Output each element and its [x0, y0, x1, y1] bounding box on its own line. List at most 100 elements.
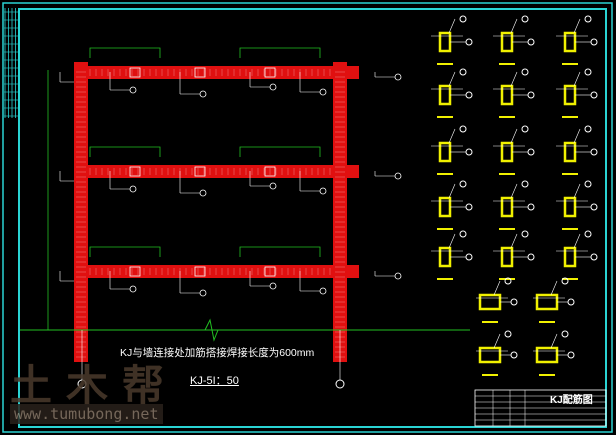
section-bubble: [459, 180, 467, 188]
section-label-underline: [539, 374, 555, 376]
inner-border: [18, 8, 607, 428]
break-line: [204, 318, 219, 342]
section-bubble: [527, 38, 535, 46]
beam-opening: [129, 266, 141, 277]
section-bubble: [459, 230, 467, 238]
section-leader: [573, 71, 581, 87]
section-label-underline: [562, 228, 578, 230]
dimension-line: [89, 146, 161, 157]
dimension-line: [239, 146, 321, 157]
section-label-underline: [539, 321, 555, 323]
section-label-underline: [562, 116, 578, 118]
section-leader: [573, 18, 581, 34]
title-block-title: KJ配筋图: [550, 395, 593, 406]
grid-bubble: [269, 182, 277, 190]
grid-bubble: [129, 86, 137, 94]
section-bubble: [527, 253, 535, 261]
section-bubble: [590, 253, 598, 261]
section-bubble: [584, 125, 592, 133]
section-bubble: [465, 253, 473, 261]
section-leader: [493, 333, 501, 349]
section-label-underline: [437, 116, 453, 118]
beam-section: [535, 293, 559, 311]
section-bubble: [561, 330, 569, 338]
dimension-line: [89, 47, 161, 58]
section-bubble: [527, 91, 535, 99]
section-bubble: [567, 351, 575, 359]
section-leader: [510, 128, 518, 144]
section-bubble: [465, 38, 473, 46]
section-bubble: [584, 180, 592, 188]
section-bubble: [590, 38, 598, 46]
beam-section: [535, 346, 559, 364]
section-leader: [550, 280, 558, 296]
beam-opening: [264, 266, 276, 277]
section-label-underline: [437, 228, 453, 230]
scale-label: KJ-5I：50: [190, 375, 239, 387]
section-leader: [510, 233, 518, 249]
section-bubble: [504, 330, 512, 338]
section-bubble: [521, 68, 529, 76]
section-bubble: [584, 15, 592, 23]
section-label-underline: [562, 278, 578, 280]
section-bubble: [465, 203, 473, 211]
section-bubble: [465, 148, 473, 156]
section-bubble: [527, 148, 535, 156]
section-bubble: [459, 68, 467, 76]
beam-opening: [194, 266, 206, 277]
section-leader: [510, 71, 518, 87]
watermark-logo: 土木帮: [10, 362, 179, 409]
section-bubble: [584, 230, 592, 238]
beam-opening: [129, 166, 141, 177]
section-leader: [573, 128, 581, 144]
grid-bubble: [319, 287, 327, 295]
beam-1: [74, 66, 359, 79]
grid-bubble: [394, 73, 402, 81]
grid-bubble: [394, 172, 402, 180]
watermark-url: www.tumubong.net: [10, 404, 163, 424]
section-leader: [448, 71, 456, 87]
section-bubble: [459, 15, 467, 23]
section-bubble: [504, 277, 512, 285]
section-label-underline: [437, 63, 453, 65]
grid-bubble: [269, 83, 277, 91]
beam-opening: [264, 67, 276, 78]
grid-bubble: [199, 90, 207, 98]
section-bubble: [527, 203, 535, 211]
grid-bubble: [319, 187, 327, 195]
grid-bubble: [129, 285, 137, 293]
section-bubble: [590, 203, 598, 211]
beam-opening: [264, 166, 276, 177]
section-bubble: [521, 15, 529, 23]
section-label-underline: [499, 173, 515, 175]
section-bubble: [510, 351, 518, 359]
section-bubble: [561, 277, 569, 285]
beam-3: [74, 265, 359, 278]
section-label-underline: [499, 228, 515, 230]
section-label-underline: [437, 278, 453, 280]
grid-bubble: [269, 282, 277, 290]
beam-opening: [194, 67, 206, 78]
section-bubble: [459, 125, 467, 133]
welding-note: KJ与墙连接处加筋搭接焊接长度为600mm: [120, 347, 315, 359]
section-label-underline: [499, 63, 515, 65]
beam-opening: [129, 67, 141, 78]
dimension-line: [239, 47, 321, 58]
section-leader: [510, 18, 518, 34]
section-bubble: [590, 91, 598, 99]
section-leader: [573, 233, 581, 249]
dimension-line: [89, 246, 161, 257]
section-label-underline: [562, 63, 578, 65]
section-leader: [573, 183, 581, 199]
dimension-line: [239, 246, 321, 257]
grid-bubble: [199, 189, 207, 197]
section-bubble: [584, 68, 592, 76]
section-label-underline: [482, 321, 498, 323]
section-label-underline: [437, 173, 453, 175]
grid-bubble: [394, 272, 402, 280]
section-leader: [448, 18, 456, 34]
beam-section: [478, 346, 502, 364]
